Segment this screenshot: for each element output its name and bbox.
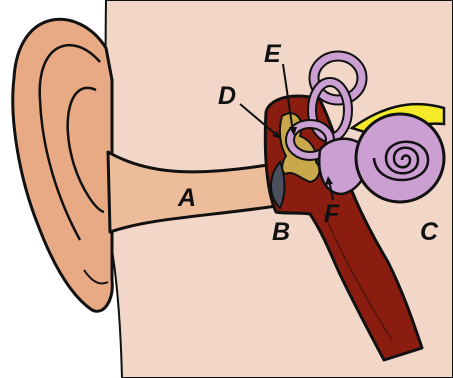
label-f: F xyxy=(324,200,340,228)
label-e: E xyxy=(264,40,282,68)
label-c: C xyxy=(420,218,439,246)
label-a: A xyxy=(177,184,196,212)
label-b: B xyxy=(272,218,290,246)
label-d: D xyxy=(218,82,236,110)
cochlea xyxy=(356,114,444,202)
